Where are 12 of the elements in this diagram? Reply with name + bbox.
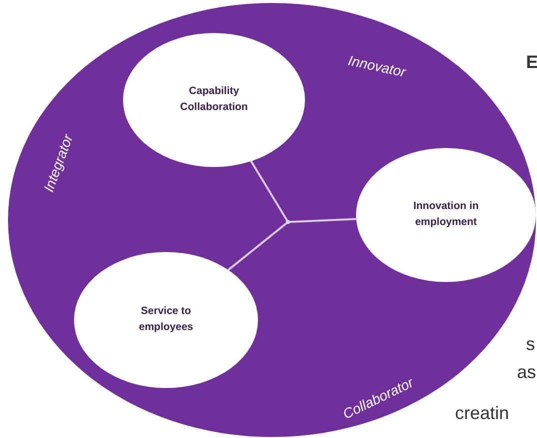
text-fragment: E <box>526 52 537 73</box>
connector-line <box>288 218 356 223</box>
connector-line <box>250 160 289 223</box>
node-label: Service to employees <box>138 304 194 335</box>
text-fragment: creatin <box>455 403 510 424</box>
text-fragment: s <box>526 334 535 355</box>
connector-line <box>228 221 289 271</box>
role-label: Innovator <box>346 52 408 80</box>
junction-point <box>286 220 290 224</box>
text-fragment: as <box>517 362 536 383</box>
node-label: Capability Collaboration <box>179 84 249 115</box>
node-label: Innovation in employment <box>412 199 480 230</box>
